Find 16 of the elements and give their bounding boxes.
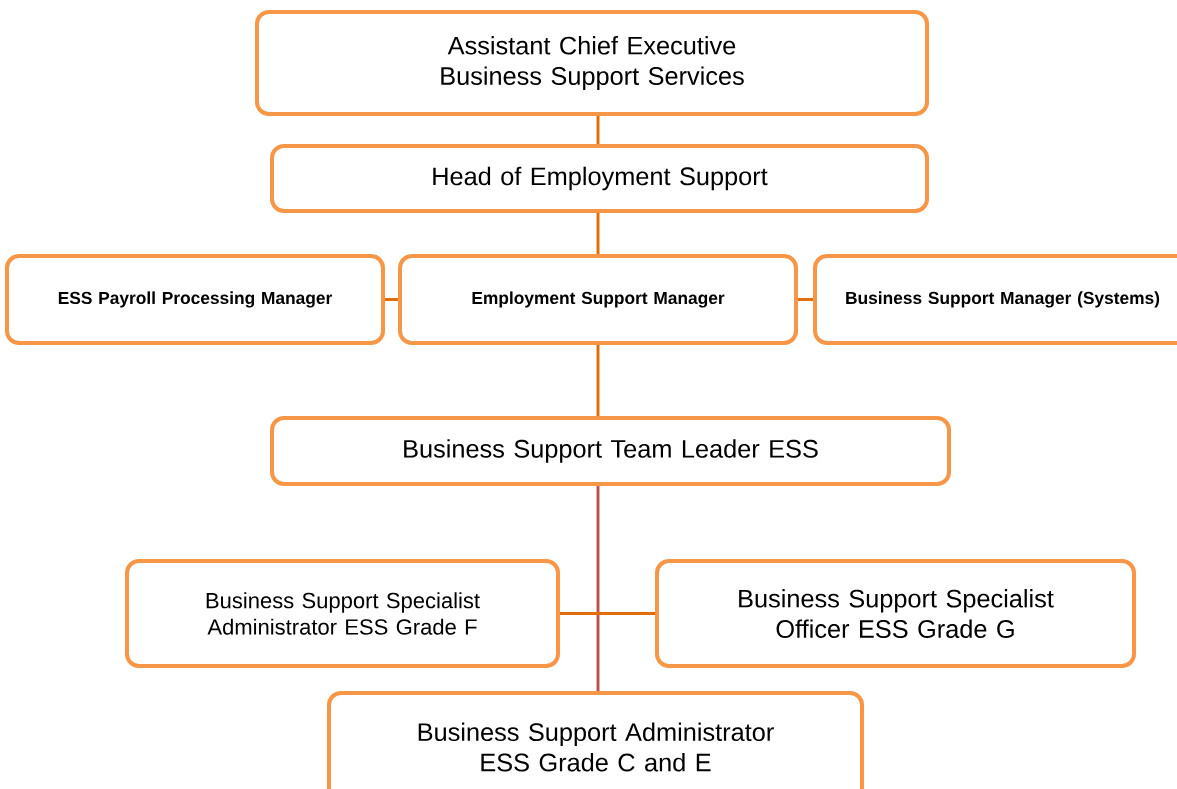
org-box: Business Support Specialist Officer ESS Grade G <box>655 559 1136 668</box>
connector-line <box>560 612 655 615</box>
connector-line <box>798 298 813 301</box>
org-box: Business Support Team Leader ESS <box>270 416 951 486</box>
org-box: Head of Employment Support <box>270 144 929 213</box>
org-box: Business Support Manager (Systems) <box>813 254 1177 345</box>
connector-line <box>596 116 600 144</box>
connector-line <box>596 213 600 254</box>
org-box: Business Support Administrator ESS Grade C and E <box>327 691 864 789</box>
org-box: ESS Payroll Processing Manager <box>5 254 385 345</box>
connector-line <box>596 345 600 416</box>
connector-line <box>596 486 600 691</box>
org-box: Assistant Chief Executive Business Support Services <box>255 10 929 116</box>
org-box: Business Support Specialist Administrator ESS Grade F <box>125 559 560 668</box>
connector-line <box>385 298 398 301</box>
org-box: Employment Support Manager <box>398 254 798 345</box>
